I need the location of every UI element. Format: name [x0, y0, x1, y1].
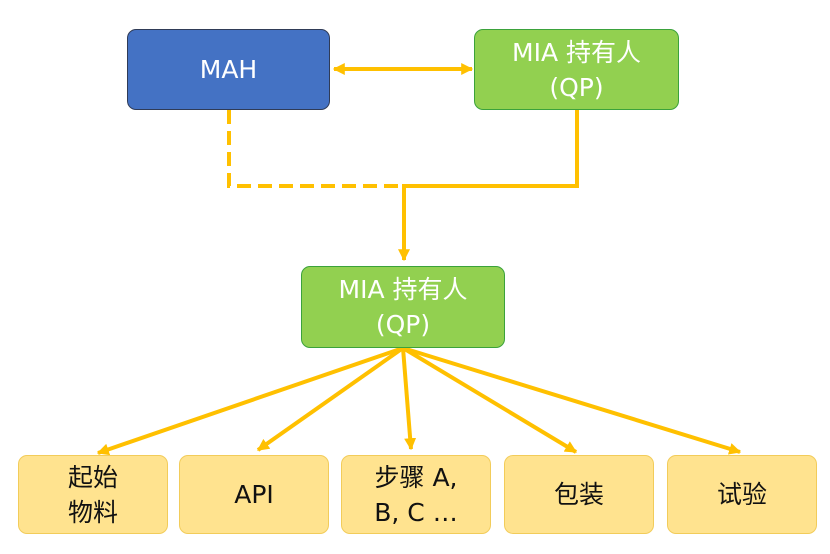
- arrow-to-item-3: [401, 347, 417, 451]
- qp-solid-connector: [402, 110, 579, 188]
- item-api: API: [179, 455, 329, 534]
- item-label-line: API: [234, 480, 274, 509]
- item-label-line: 试验: [716, 480, 767, 509]
- middle-qp-label-line-2: (QP): [375, 310, 431, 339]
- middle-qp-box: MIA 持有人 (QP): [301, 266, 505, 348]
- item-steps: 步骤 A, B, C …: [341, 455, 491, 534]
- item-packaging: 包装: [504, 455, 654, 534]
- mah-box: MAH: [127, 29, 330, 110]
- middle-qp-label-line-1: MIA 持有人: [338, 275, 468, 304]
- arrow-to-item-2: [256, 346, 405, 452]
- item-label-line: 物料: [67, 497, 118, 527]
- item-starting-materials: 起始 物料: [18, 455, 168, 534]
- item-label-line: B, C …: [374, 497, 458, 527]
- top-qp-box: MIA 持有人 (QP): [474, 29, 679, 110]
- item-label-line: 步骤 A,: [374, 462, 458, 492]
- top-qp-label-line-1: MIA 持有人: [512, 37, 641, 67]
- arrow-to-item-4: [401, 346, 578, 454]
- mah-label: MAH: [199, 55, 258, 84]
- item-testing: 试验: [667, 455, 817, 534]
- arrow-to-item-5: [402, 346, 742, 455]
- arrow-to-item-1: [96, 346, 404, 456]
- item-label-line: 起始: [67, 462, 118, 492]
- top-qp-label-line-2: (QP): [549, 72, 604, 102]
- item-label-line: 包装: [553, 480, 604, 509]
- mah-dashed-connector: [227, 110, 404, 188]
